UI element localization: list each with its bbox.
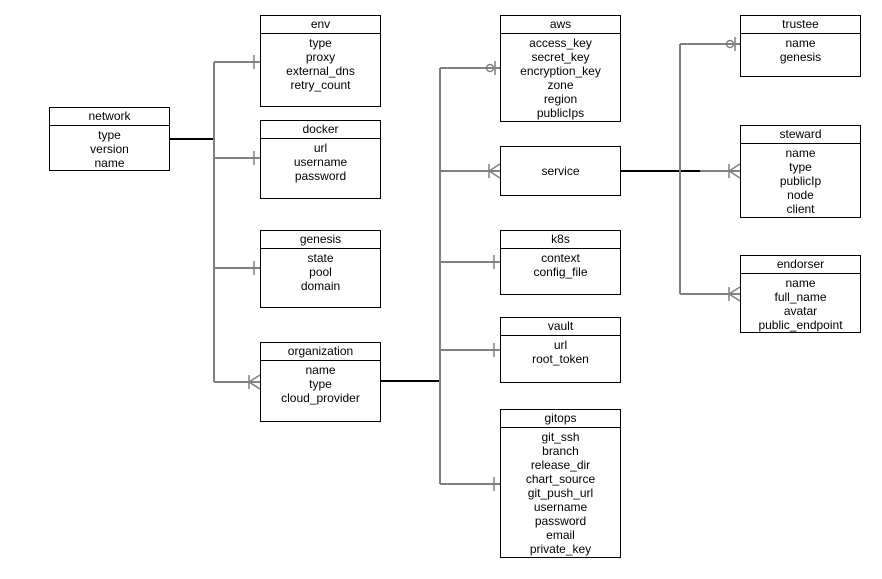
- entity-title: vault: [501, 318, 620, 336]
- field: private_key: [529, 542, 592, 556]
- field: version: [90, 142, 129, 156]
- field: encryption_key: [520, 64, 601, 78]
- entity-title: k8s: [501, 231, 620, 249]
- entity-organization[interactable]: organization name type cloud_provider: [260, 342, 381, 422]
- field: name: [94, 156, 125, 170]
- entity-gitops[interactable]: gitops git_ssh branch release_dir chart_…: [500, 409, 621, 558]
- many-marker-steward: [728, 163, 741, 179]
- field: git_push_url: [527, 486, 594, 500]
- entity-title: steward: [741, 126, 860, 144]
- entity-fields: name genesis: [741, 34, 860, 64]
- entity-fields: name type cloud_provider: [261, 361, 380, 405]
- field: username: [293, 155, 348, 169]
- field: zone: [547, 78, 574, 92]
- entity-title: network: [50, 108, 169, 126]
- field: state: [307, 251, 334, 265]
- entity-title: aws: [501, 16, 620, 34]
- field: name: [785, 276, 816, 290]
- field: chart_source: [525, 472, 596, 486]
- entity-network[interactable]: network type version name: [49, 107, 170, 171]
- entity-title: endorser: [741, 256, 860, 274]
- field: publicIps: [536, 106, 585, 120]
- field: avatar: [783, 304, 818, 318]
- entity-service[interactable]: service: [500, 146, 621, 196]
- field: full_name: [774, 290, 827, 304]
- many-marker-endorser: [728, 286, 741, 302]
- field: url: [553, 338, 568, 352]
- entity-fields: url root_token: [501, 336, 620, 366]
- entity-title: genesis: [261, 231, 380, 249]
- entity-fields: access_key secret_key encryption_key zon…: [501, 34, 620, 120]
- field: retry_count: [290, 78, 351, 92]
- entity-title: env: [261, 16, 380, 34]
- field: git_ssh: [541, 430, 580, 444]
- entity-fields: state pool domain: [261, 249, 380, 293]
- field: type: [309, 36, 332, 50]
- field: publicIp: [779, 174, 822, 188]
- entity-title: gitops: [501, 410, 620, 428]
- field: type: [98, 128, 121, 142]
- entity-fields: name type publicIp node client: [741, 144, 860, 216]
- field: name: [785, 146, 816, 160]
- entity-docker[interactable]: docker url username password: [260, 120, 381, 199]
- field: config_file: [533, 265, 588, 279]
- zero-or-one-marker-aws: [485, 61, 496, 75]
- field: region: [543, 92, 578, 106]
- entity-title: trustee: [741, 16, 860, 34]
- field: domain: [300, 279, 341, 293]
- field: name: [305, 363, 336, 377]
- entity-aws[interactable]: aws access_key secret_key encryption_key…: [500, 15, 621, 122]
- entity-fields: type version name: [50, 126, 169, 170]
- field: type: [309, 377, 332, 391]
- entity-env[interactable]: env type proxy external_dns retry_count: [260, 15, 381, 107]
- field: release_dir: [530, 458, 591, 472]
- field: name: [785, 36, 816, 50]
- entity-genesis[interactable]: genesis state pool domain: [260, 230, 381, 308]
- field: secret_key: [531, 50, 590, 64]
- entity-title: organization: [261, 343, 380, 361]
- entity-k8s[interactable]: k8s context config_file: [500, 230, 621, 295]
- field: password: [294, 169, 347, 183]
- entity-title: service: [541, 164, 580, 178]
- field: email: [546, 528, 575, 542]
- many-marker-service: [488, 163, 501, 179]
- field: external_dns: [286, 64, 355, 78]
- many-marker-organization: [248, 374, 261, 390]
- entity-endorser[interactable]: endorser name full_name avatar public_en…: [740, 255, 861, 333]
- field: context: [541, 251, 580, 265]
- entity-trustee[interactable]: trustee name genesis: [740, 15, 861, 77]
- field: access_key: [529, 36, 592, 50]
- entity-fields: name full_name avatar public_endpoint: [741, 274, 860, 332]
- field: client: [786, 202, 815, 216]
- field: username: [533, 500, 588, 514]
- field: url: [313, 141, 328, 155]
- field: pool: [309, 265, 332, 279]
- field: password: [534, 514, 587, 528]
- entity-fields: type proxy external_dns retry_count: [261, 34, 380, 92]
- field: root_token: [532, 352, 589, 366]
- field: genesis: [779, 50, 822, 64]
- field: type: [789, 160, 812, 174]
- field: node: [787, 188, 814, 202]
- field: proxy: [305, 50, 336, 64]
- entity-fields: context config_file: [501, 249, 620, 279]
- entity-vault[interactable]: vault url root_token: [500, 317, 621, 383]
- entity-fields: url username password: [261, 139, 380, 183]
- entity-fields: git_ssh branch release_dir chart_source …: [501, 428, 620, 556]
- entity-title: docker: [261, 121, 380, 139]
- field: public_endpoint: [758, 318, 843, 332]
- field: cloud_provider: [281, 391, 360, 405]
- field: branch: [542, 444, 579, 458]
- entity-steward[interactable]: steward name type publicIp node client: [740, 125, 861, 218]
- zero-or-one-marker-trustee: [725, 37, 736, 51]
